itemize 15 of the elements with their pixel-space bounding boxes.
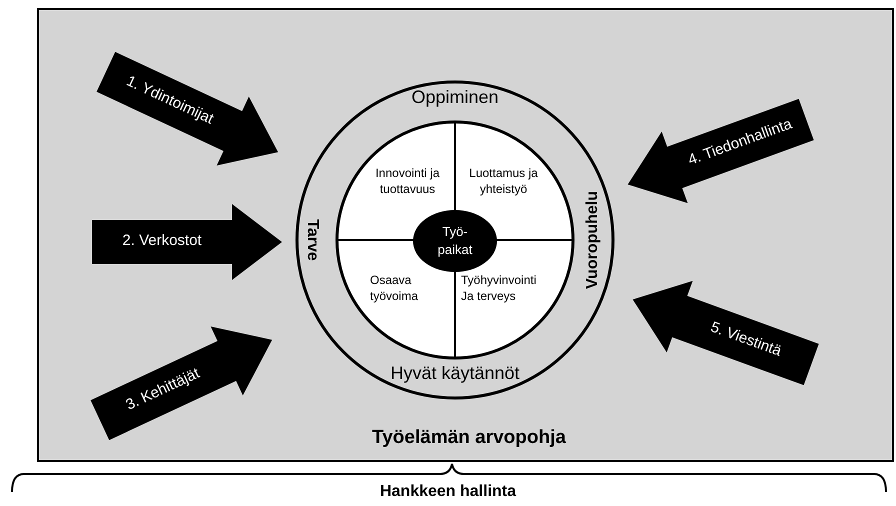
ring-label: Hyvät käytännöt <box>389 362 521 384</box>
ring-label: Tarve <box>303 218 322 263</box>
brace-label: Hankkeen hallinta <box>378 482 518 502</box>
block-arrow <box>92 204 282 280</box>
panel-title: Työelämän arvopohja <box>371 426 567 450</box>
quadrant-label: Työhyvinvointi Ja terveys <box>461 272 551 308</box>
quadrant-label: Luottamus ja yhteistyö <box>461 165 546 201</box>
ring-diagram <box>295 80 615 400</box>
quadrant-label: Osaava työvoima <box>370 272 448 308</box>
arrow-label: 2. Verkostot <box>121 232 203 251</box>
quadrant-label: Innovointi ja tuottavuus <box>365 165 450 201</box>
ring-label: Oppiminen <box>410 86 500 108</box>
background-panel <box>37 8 894 462</box>
ring-label: Vuoropuhelu <box>583 190 602 290</box>
center-label: Työ- paikat <box>436 222 474 259</box>
